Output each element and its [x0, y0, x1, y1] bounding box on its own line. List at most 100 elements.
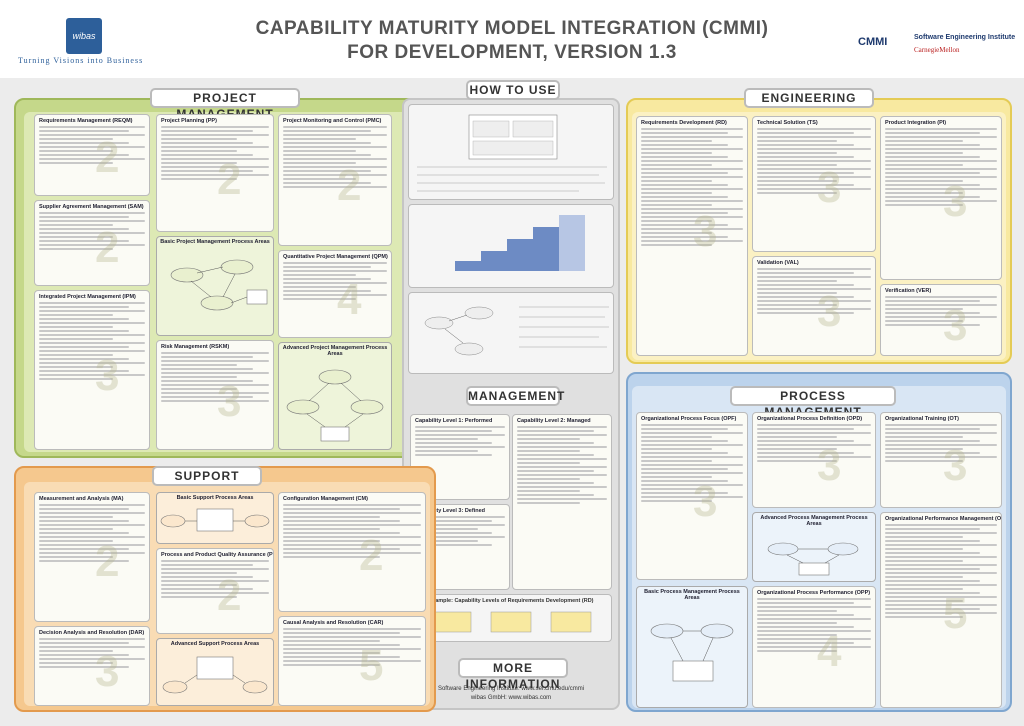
poster-title-line1: CAPABILITY MATURITY MODEL INTEGRATION (C…	[255, 18, 769, 39]
card-title: Risk Management (RSKM)	[161, 344, 230, 350]
card-title: Capability Level 2: Managed	[517, 418, 591, 424]
card-title: Decision Analysis and Resolution (DAR)	[39, 630, 145, 636]
tagline: Turning Visions into Business	[18, 56, 144, 65]
maturity-level-number: 2	[217, 155, 242, 204]
card-title: Technical Solution (TS)	[757, 120, 818, 126]
card-title: Organizational Process Performance (OPP)	[757, 590, 871, 596]
diagram-advanced-pm: Advanced Project Management Process Area…	[278, 342, 392, 450]
card-opp: Organizational Process Performance (OPP)…	[752, 586, 876, 708]
maturity-level-number: 2	[95, 223, 120, 272]
maturity-level-number: 3	[943, 177, 968, 226]
management-title: MANAGEMENT	[466, 386, 564, 406]
diagram-basic-proc: Basic Process Management Process Areas	[636, 586, 748, 708]
card-reqm: Requirements Management (REQM) 2	[34, 114, 150, 196]
card-ver: Verification (VER) 3	[880, 284, 1002, 356]
maturity-level-number: 3	[693, 207, 718, 256]
diagram-graphic	[767, 542, 859, 576]
diagram-graphic	[162, 656, 268, 694]
card-title: Organizational Performance Management (O…	[885, 516, 1002, 522]
card-sam: Supplier Agreement Management (SAM) 2	[34, 200, 150, 286]
diagram-title: Advanced Process Management Process Area…	[760, 515, 868, 527]
card-title: Project Planning (PP)	[161, 118, 217, 124]
staircase-step-5	[559, 215, 585, 271]
card-val: Validation (VAL) 3	[752, 256, 876, 356]
sei-logo: Software Engineering Institute	[914, 34, 1016, 41]
card-ipm: Integrated Project Management (IPM) 3	[34, 290, 150, 450]
diagram-title: Advanced Project Management Process Area…	[282, 345, 388, 357]
card-title: Quantitative Project Management (QPM)	[283, 254, 388, 260]
wibas-logo: wibas	[66, 18, 102, 54]
diagram-title: Basic Support Process Areas	[176, 495, 254, 501]
maturity-level-number: 2	[337, 161, 362, 210]
card-title: Organizational Process Focus (OPF)	[641, 416, 737, 422]
example-graphic	[430, 611, 592, 633]
diagram-basic-pm: Basic Project Management Process Areas	[156, 236, 274, 336]
maturity-level-number: 2	[95, 537, 120, 586]
maturity-level-number: 3	[943, 441, 968, 490]
cmu-logo: CarnegieMellon	[914, 46, 960, 54]
maturity-level-number: 2	[359, 531, 384, 580]
card-title: Project Monitoring and Control (PMC)	[283, 118, 382, 124]
maturity-level-number: 3	[693, 477, 718, 526]
card-title: Process and Product Quality Assurance (P…	[161, 552, 274, 558]
card-ma: Measurement and Analysis (MA) 2	[34, 492, 150, 622]
how-to-use-graphic	[417, 114, 607, 192]
how-to-use-card-1	[408, 104, 614, 200]
wibas-link[interactable]: wibas GmbH: www.wibas.com	[470, 695, 552, 701]
staircase-step-4	[533, 227, 559, 271]
staircase-step-1	[455, 261, 481, 271]
maturity-level-number: 3	[217, 377, 242, 426]
poster-header: wibas Turning Visions into Business CAPA…	[0, 0, 1024, 78]
card-title: Requirements Management (REQM)	[39, 118, 133, 124]
more-information-title: MORE INFORMATION	[458, 658, 568, 691]
card-cm: Configuration Management (CM) 2	[278, 492, 426, 612]
card-title: Capability Level 3: Defined	[415, 508, 485, 514]
diagram-title: Basic Project Management Process Areas	[160, 239, 270, 245]
diagram-title: Advanced Support Process Areas	[170, 641, 260, 647]
maturity-level-number: 5	[943, 589, 968, 638]
card-title: Requirements Development (RD)	[641, 120, 727, 126]
maturity-level-number: 2	[217, 571, 242, 620]
card-title: Configuration Management (CM)	[283, 496, 368, 502]
diagram-advanced-proc: Advanced Process Management Process Area…	[752, 512, 876, 582]
maturity-level-number: 3	[817, 441, 842, 490]
card-car: Causal Analysis and Resolution (CAR) 5	[278, 616, 426, 706]
support-title: SUPPORT	[152, 466, 262, 486]
diagram-graphic	[170, 259, 268, 311]
card-opm: Organizational Performance Management (O…	[880, 512, 1002, 708]
engineering-title: ENGINEERING	[744, 88, 874, 108]
how-to-use-card-3	[408, 292, 614, 374]
card-ot: Organizational Training (OT) 3	[880, 412, 1002, 508]
maturity-level-number: 3	[943, 301, 968, 350]
card-opf: Organizational Process Focus (OPF) 3	[636, 412, 748, 580]
card-rskm: Risk Management (RSKM) 3	[156, 340, 274, 450]
maturity-level-number: 5	[359, 641, 384, 690]
card-title: Product Integration (PI)	[885, 120, 947, 126]
card-qpm: Quantitative Project Management (QPM) 4	[278, 250, 392, 338]
card-rd: Requirements Development (RD) 3	[636, 116, 748, 356]
sei-link[interactable]: Software Engineering Institute: www.sei.…	[437, 686, 585, 692]
card-ppqa: Process and Product Quality Assurance (P…	[156, 548, 274, 634]
diagram-basic-support: Basic Support Process Areas	[156, 492, 274, 544]
card-title: Organizational Process Definition (OPD)	[757, 416, 863, 422]
card-title: Verification (VER)	[885, 288, 932, 294]
staircase-step-3	[507, 239, 533, 271]
diagram-title: Basic Process Management Process Areas	[644, 589, 740, 601]
process-management-title: PROCESS MANAGEMENT	[730, 386, 896, 419]
diagram-graphic	[160, 508, 270, 532]
maturity-level-number: 3	[817, 163, 842, 212]
how-to-use-graphic-3	[424, 306, 609, 356]
diagram-advanced-support: Advanced Support Process Areas	[156, 638, 274, 706]
maturity-level-number: 2	[95, 133, 120, 182]
card-pmc: Project Monitoring and Control (PMC) 2	[278, 114, 392, 246]
diagram-graphic	[286, 369, 384, 442]
card-dar: Decision Analysis and Resolution (DAR) 3	[34, 626, 150, 706]
cmmi-logo: CMMI	[858, 36, 888, 48]
diagram-graphic	[650, 623, 734, 682]
maturity-level-number: 4	[337, 275, 362, 324]
maturity-level-number: 3	[817, 287, 842, 336]
card-title: Supplier Agreement Management (SAM)	[39, 204, 144, 210]
card-title: Measurement and Analysis (MA)	[39, 496, 124, 502]
card-pi: Product Integration (PI) 3	[880, 116, 1002, 280]
maturity-level-number: 4	[817, 627, 842, 676]
